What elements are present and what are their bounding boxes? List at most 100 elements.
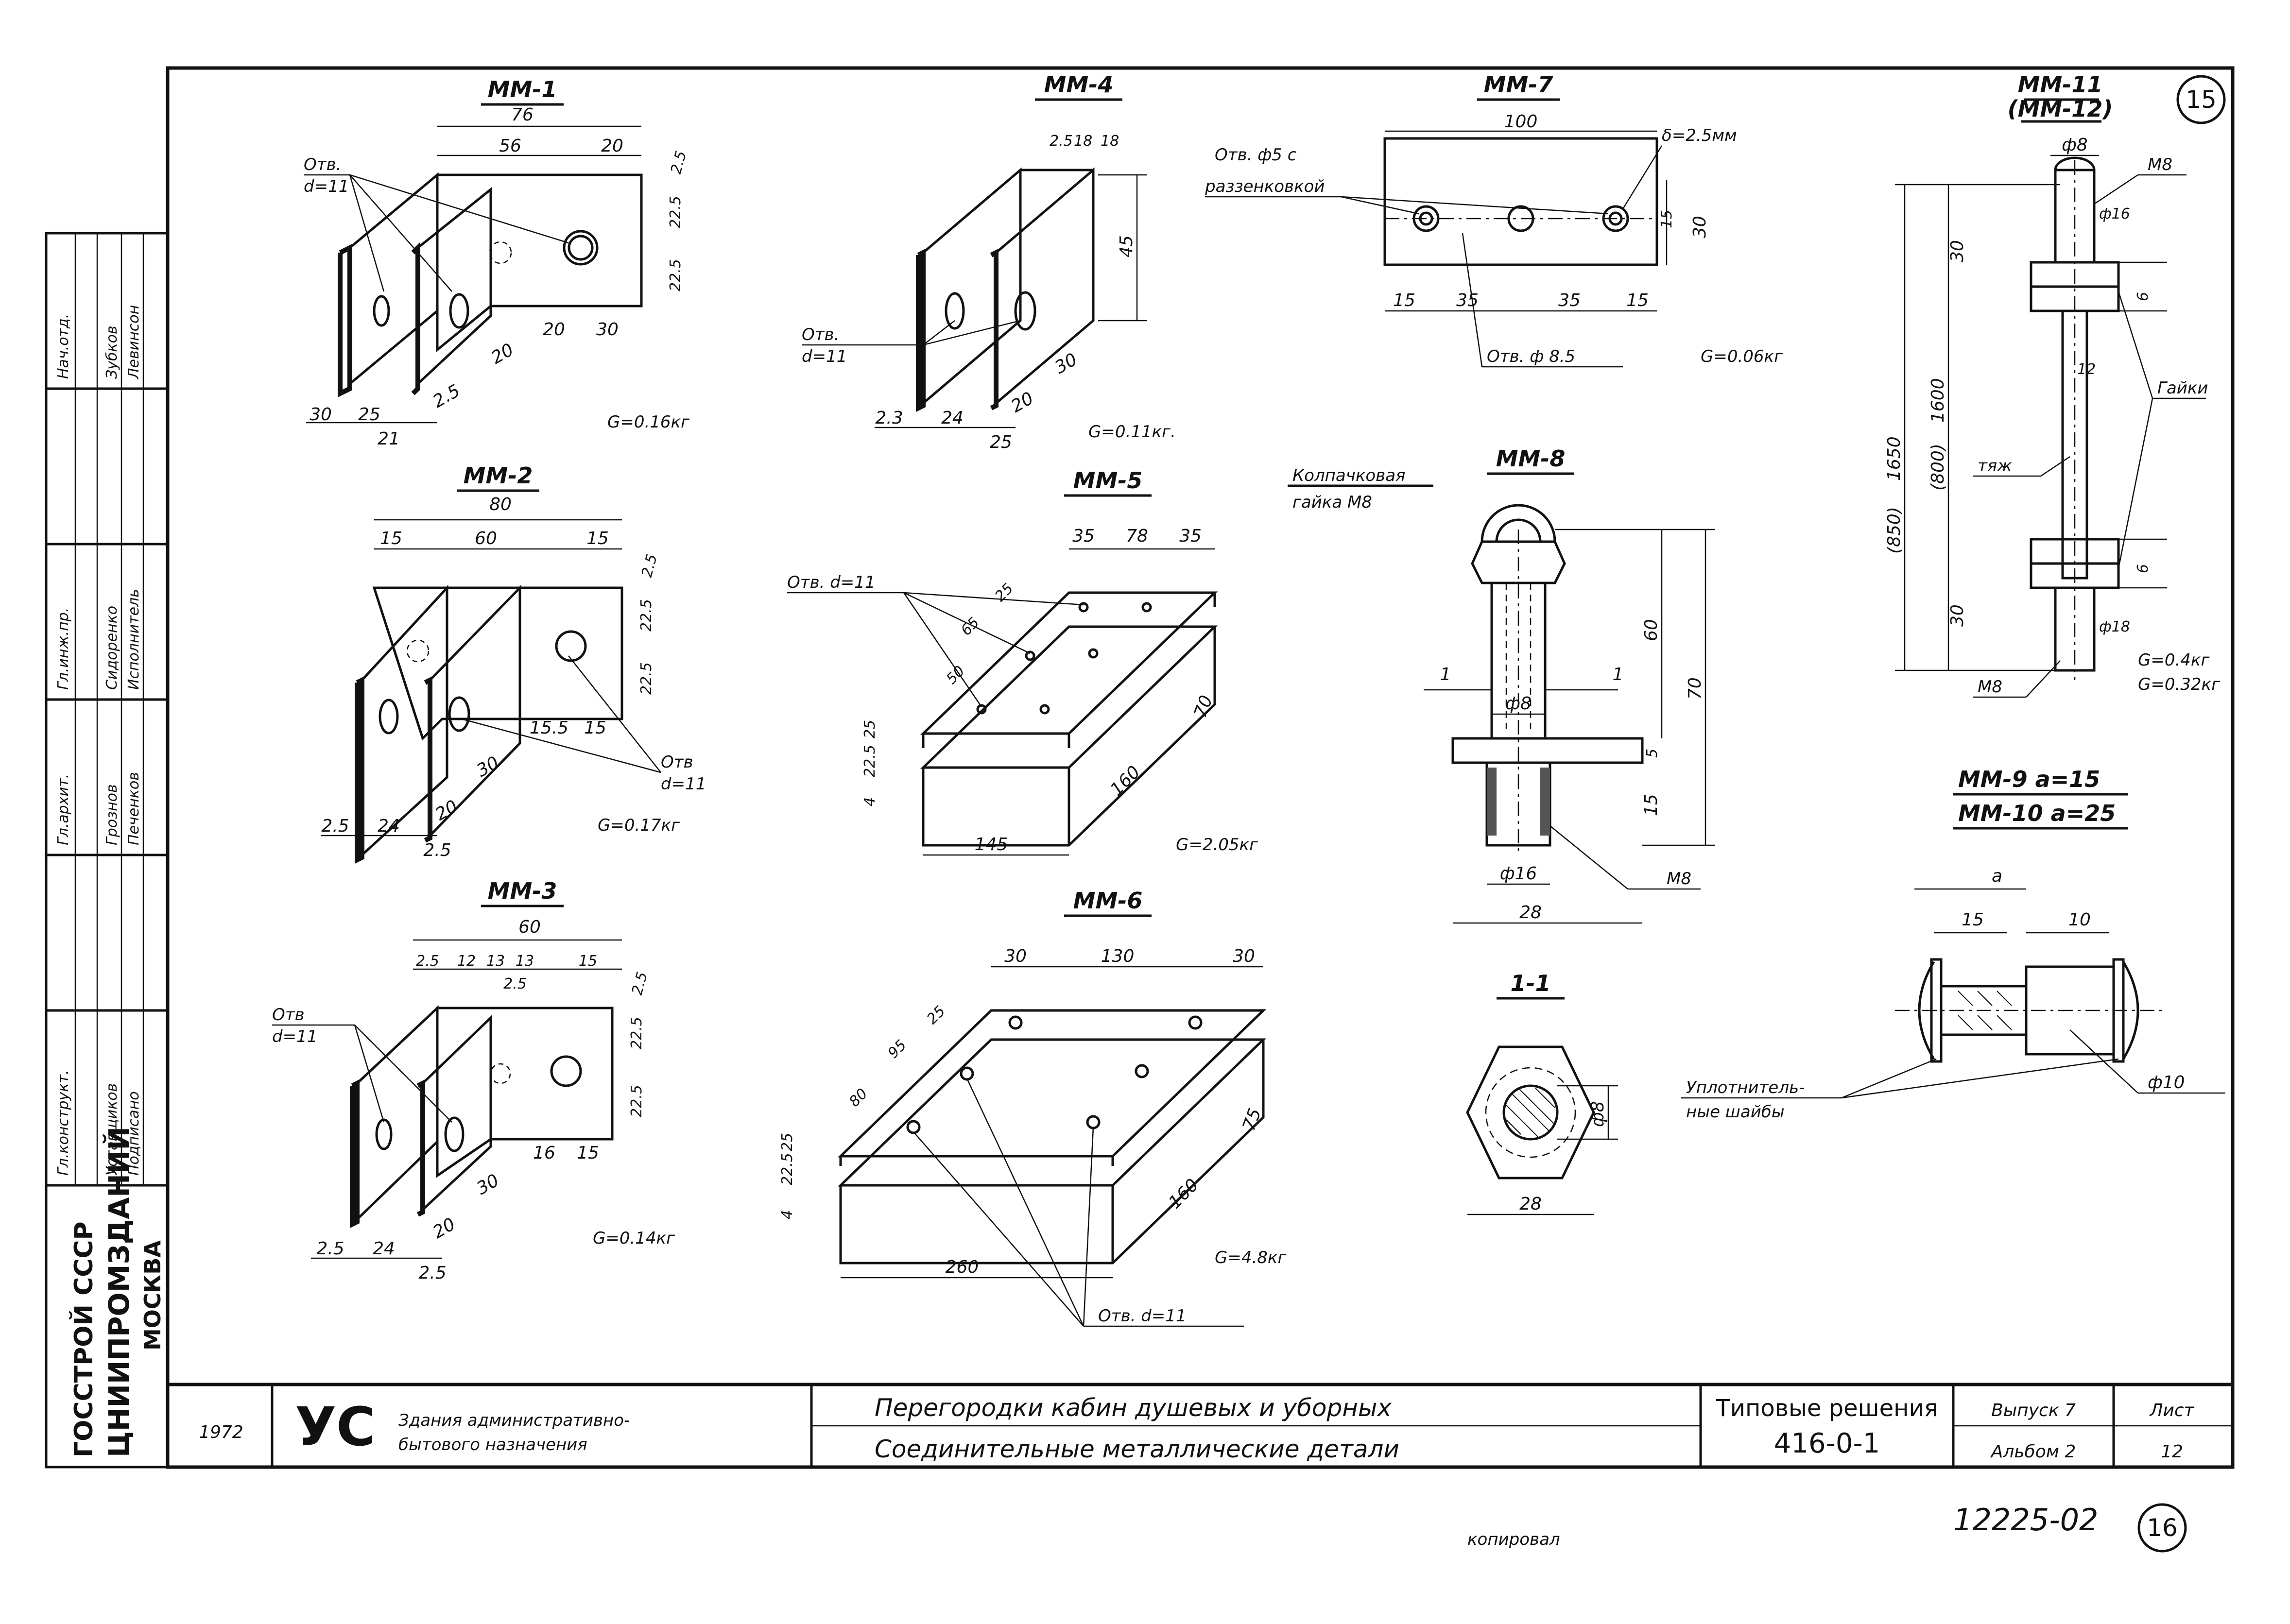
mm7-dim-100: 100 bbox=[1504, 112, 1538, 132]
mm4-dim-18a: 18 bbox=[1074, 133, 1092, 150]
mm2-hole-label-2: d=11 bbox=[661, 774, 706, 794]
mm1-dim-30b: 25 bbox=[358, 405, 380, 425]
mm3-dim-25b: 2.5 bbox=[503, 975, 527, 992]
mm5-dim-65: 65 bbox=[958, 614, 983, 639]
mm2-mass: G=0.17кг bbox=[598, 816, 680, 835]
mm5-dim-70: 70 bbox=[1190, 693, 1217, 720]
mm11-label-nuts: Гайки bbox=[2157, 378, 2208, 398]
tb-sheet-label: Лист bbox=[2149, 1401, 2194, 1420]
mm1-dim-76: 76 bbox=[511, 105, 534, 125]
part-mm5: MM-5 35 78 35 Отв. d=11 25 65 50 70 160 … bbox=[787, 467, 1258, 856]
mm8-dim-d16: ф16 bbox=[1500, 864, 1537, 884]
mm2-hole-label-1: Отв bbox=[661, 752, 693, 772]
part-mm6: MM-6 30 130 30 25 95 80 75 160 260 4 22.… bbox=[779, 888, 1287, 1327]
mm6-dim-30a: 30 bbox=[1004, 946, 1027, 966]
mm4-dim-25b: 25 bbox=[990, 432, 1012, 452]
mm11-mass-b: G=0.32кг bbox=[2138, 675, 2221, 694]
mm11-dim-1600: 1600 bbox=[1928, 378, 1948, 423]
mm11-dim-1650: 1650 bbox=[1884, 436, 1904, 481]
mm2-title: MM-2 bbox=[464, 462, 533, 489]
mm3-dim-30: 30 bbox=[473, 1170, 502, 1198]
mm3-dim-24: 24 bbox=[373, 1239, 395, 1259]
tb-logo: УС bbox=[295, 1396, 376, 1458]
mm6-dim-80: 80 bbox=[846, 1085, 871, 1111]
mm8-dim-15: 15 bbox=[1641, 794, 1661, 816]
mm1-dim-20b: 30 bbox=[596, 320, 619, 340]
side-row-2-a: Гл.инж.пр. bbox=[55, 608, 72, 690]
mm3-dim-25c: 2.5 bbox=[629, 970, 651, 997]
tb-building-1: Здания административно- bbox=[398, 1411, 630, 1430]
mm1-dim-25b: 30 bbox=[310, 405, 332, 425]
mm4-title: MM-4 bbox=[1044, 71, 1114, 98]
mm2-dim-60: 60 bbox=[475, 529, 497, 548]
side-row-3-d: Печенков bbox=[125, 772, 142, 845]
mm9-title-a: MM-9 a=15 bbox=[1958, 766, 2100, 792]
mm5-dim-4: 4 bbox=[861, 797, 878, 806]
section-dim-28: 28 bbox=[1519, 1194, 1542, 1214]
mm11-dim-6b: 6 bbox=[2135, 564, 2152, 573]
mm3-dim-60: 60 bbox=[518, 917, 541, 937]
mm1-hole-label-1: Отв. bbox=[304, 155, 341, 174]
mm2-dim-15b: 15 bbox=[586, 529, 609, 548]
mm8-dim-5: 5 bbox=[1644, 749, 1661, 758]
mm6-dim-130: 130 bbox=[1101, 946, 1135, 966]
mm1-dim-25: 2.5 bbox=[668, 149, 690, 176]
mm5-dim-78: 78 bbox=[1126, 526, 1148, 546]
mm7-dim-35a: 35 bbox=[1456, 291, 1479, 310]
mm9-washer-1: Уплотнитель- bbox=[1686, 1078, 1805, 1097]
mm8-dim-60: 60 bbox=[1641, 619, 1661, 641]
mm3-hole-label-1: Отв bbox=[272, 1005, 305, 1025]
side-row-3-a: Гл.архит. bbox=[55, 774, 72, 845]
mm1-dim-21: 20 bbox=[543, 320, 565, 340]
tb-year: 1972 bbox=[199, 1422, 243, 1442]
mm6-dim-30b: 30 bbox=[1233, 946, 1255, 966]
page-number: 16 bbox=[2147, 1514, 2178, 1542]
mm5-dim-145: 145 bbox=[975, 835, 1008, 855]
mm11-dim-800: (800) bbox=[1928, 444, 1948, 491]
mm9-title-b: MM-10 a=25 bbox=[1958, 800, 2116, 826]
side-row-1-a: Нач.отд. bbox=[55, 314, 72, 379]
mm2-dim-24: 24 bbox=[378, 816, 400, 836]
mm11-dim-d18: ф18 bbox=[2099, 618, 2130, 635]
tb-sheet: 12 bbox=[2161, 1442, 2183, 1462]
tb-subject-1: Перегородки кабин душевых и уборных bbox=[875, 1394, 1392, 1422]
mm1-dim-225b: 22.5 bbox=[667, 259, 684, 291]
mm2-dim-225a: 22.5 bbox=[638, 599, 655, 632]
mm7-dim-15v: 15 bbox=[1658, 210, 1675, 228]
mm9-dim-d10: ф10 bbox=[2148, 1073, 2185, 1093]
mm8-dim-1a: 1 bbox=[1440, 665, 1451, 684]
side-row-3-c: Грознов bbox=[103, 784, 121, 845]
mm9-dim-a: a bbox=[1992, 866, 2002, 886]
part-mm2: MM-2 80 15 60 15 2.5 22.5 22.5 15.5 15 3… bbox=[321, 462, 706, 864]
side-stamp: Нач.отд. Зубков Левинсон Гл.инж.пр. Сидо… bbox=[45, 232, 169, 1469]
mm4-mass: G=0.11кг. bbox=[1088, 422, 1176, 442]
mm11-title-alt: (MM-12) bbox=[2008, 96, 2113, 122]
mm3-dim-25a: 2.5 bbox=[416, 953, 439, 970]
page-number-circle bbox=[2137, 1503, 2187, 1553]
mm7-thickness: δ=2.5мм bbox=[1662, 126, 1737, 145]
mm6-title: MM-6 bbox=[1073, 888, 1143, 914]
mm2-dim-20: 20 bbox=[432, 796, 461, 824]
mm1-dim-20: 20 bbox=[601, 136, 623, 156]
side-row-4-a: Гл.конструкт. bbox=[55, 1070, 72, 1176]
section-1-1: 1-1 ф8 28 bbox=[1466, 970, 1618, 1215]
mm2-dim-25b: 2.5 bbox=[321, 816, 349, 836]
tb-issue: Выпуск 7 bbox=[1991, 1401, 2076, 1420]
mm3-dim-12: 12 bbox=[457, 953, 476, 970]
mm3-dim-13b: 13 bbox=[516, 953, 534, 970]
mm11-title: MM-11 bbox=[2018, 71, 2103, 98]
mm3-dim-15b: 15 bbox=[577, 1143, 599, 1163]
mm8-dim-d8: ф8 bbox=[1505, 694, 1532, 714]
part-mm9: MM-9 a=15 MM-10 a=25 a 15 10 Уплотнитель… bbox=[1681, 766, 2225, 1122]
sheet-number-circle bbox=[2176, 75, 2226, 124]
side-row-1-d: Левинсон bbox=[125, 305, 142, 379]
mm6-dim-75: 75 bbox=[1239, 1106, 1265, 1133]
mm1-mass: G=0.16кг bbox=[607, 412, 690, 432]
mm2-dim-225b: 22.5 bbox=[638, 662, 655, 695]
side-row-1-c: Зубков bbox=[103, 325, 121, 379]
mm2-dim-25c: 2.5 bbox=[423, 840, 451, 860]
mm7-title: MM-7 bbox=[1484, 71, 1553, 98]
mm6-dim-225: 22.5 bbox=[779, 1153, 796, 1185]
mm1-dim-30: 20 bbox=[488, 340, 517, 368]
